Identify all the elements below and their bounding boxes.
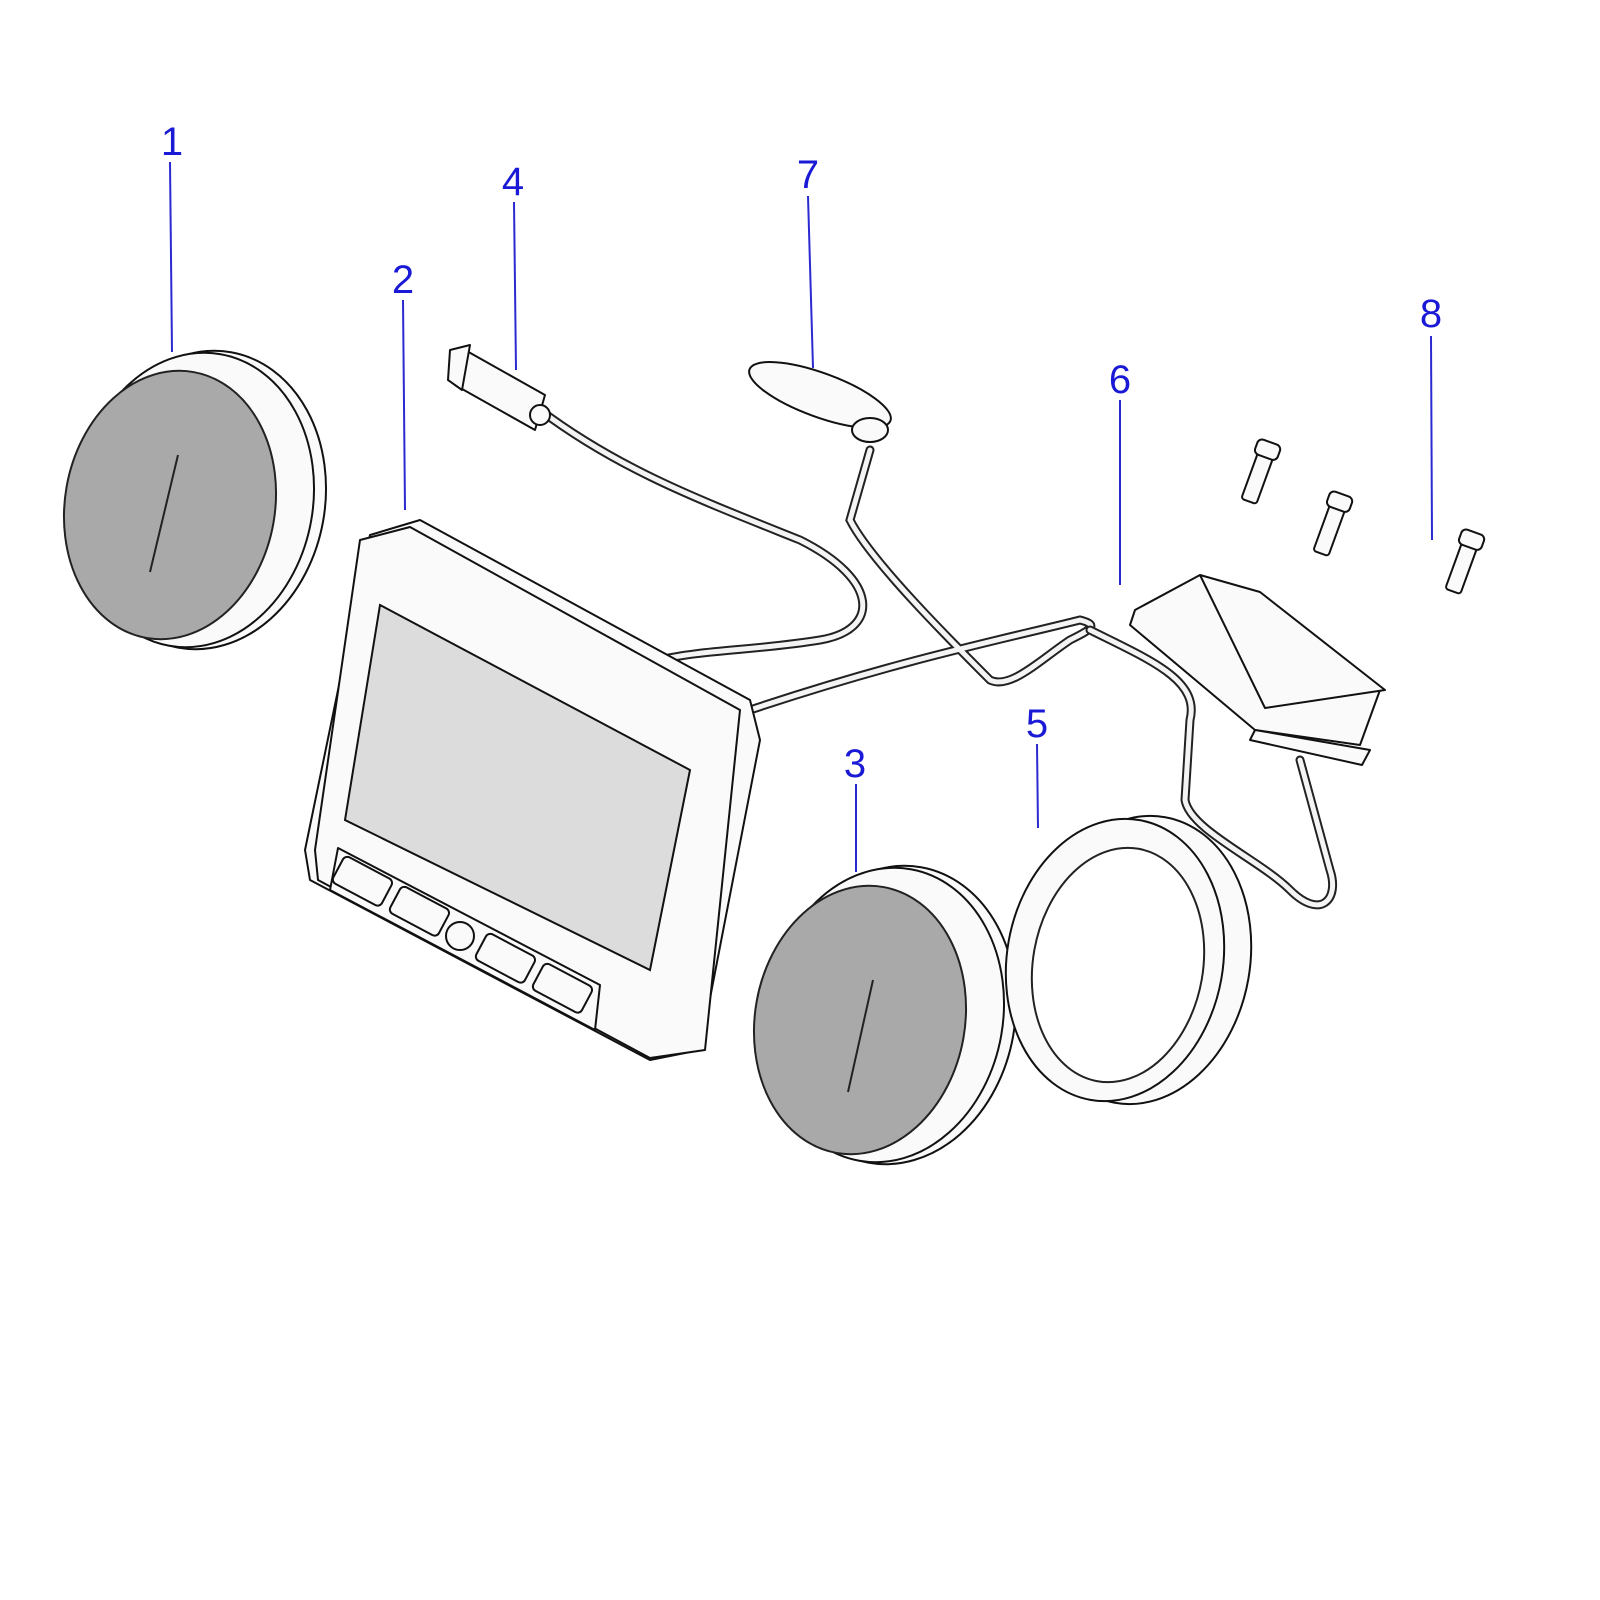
screws-8 (1241, 438, 1486, 595)
display-buttons (331, 855, 594, 1014)
home-button[interactable] (331, 855, 394, 907)
callout-3: 3 (844, 742, 866, 786)
callouts: 1 2 3 4 5 6 7 8 (161, 120, 1442, 872)
callout-6: 6 (1109, 358, 1131, 402)
antenna-7 (748, 361, 892, 443)
navigation-button[interactable] (388, 885, 451, 937)
speaker-3 (752, 864, 1018, 1166)
callout-8: 8 (1420, 292, 1442, 336)
power-button[interactable] (445, 921, 475, 951)
speaker-ring-5 (1004, 814, 1253, 1106)
callout-7: 7 (797, 153, 819, 197)
usb-connector-4 (447, 344, 551, 431)
module-6 (1129, 574, 1386, 766)
callout-2: 2 (392, 258, 414, 302)
phone-button[interactable] (474, 932, 537, 984)
speaker-1 (62, 349, 328, 651)
callout-4: 4 (502, 160, 524, 204)
music-button[interactable] (531, 962, 594, 1014)
cables (535, 405, 1338, 910)
callout-5: 5 (1026, 702, 1048, 746)
display-2 (304, 519, 761, 1061)
callout-1: 1 (161, 120, 183, 164)
